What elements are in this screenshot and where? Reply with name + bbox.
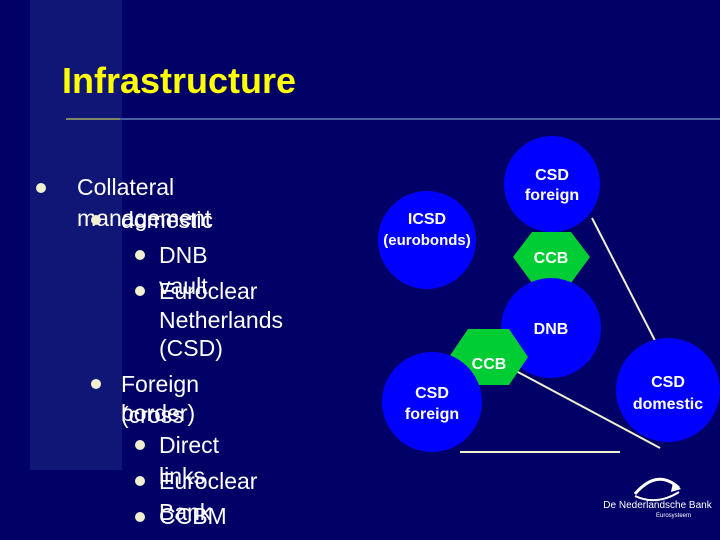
node-csd-domestic: CSD domestic	[616, 338, 720, 442]
node-label: CSD	[535, 167, 569, 184]
dnb-logo-icon	[633, 477, 681, 502]
bullet-euroclear-nl-line2: Netherlands	[159, 307, 284, 333]
logo-subtitle: Eurosysteem	[656, 513, 692, 519]
bullet-foreign-line1: Foreign (cross	[121, 371, 199, 428]
bullet-collateral: Collateral management	[77, 174, 212, 231]
node-label: domestic	[633, 396, 703, 413]
bullet-euroclear-nl-line3: (CSD)	[159, 335, 223, 361]
bullet-euroclear-bank: Euroclear Bank	[159, 468, 258, 525]
node-label: (eurobonds)	[383, 232, 471, 249]
bullet-dot	[36, 183, 46, 193]
bullet-dot	[135, 440, 145, 450]
bullet-foreign-line2: border)	[121, 400, 196, 426]
bullet-direct-links: Direct links	[159, 432, 220, 489]
bullet-dnb-vault: DNB vault	[159, 242, 208, 299]
bullet-dot	[135, 286, 145, 296]
node-label: CSD	[651, 374, 685, 391]
left-accent-band	[30, 0, 122, 470]
logo-name: De Nederlandsche Bank	[603, 500, 712, 511]
bullet-dot	[91, 379, 101, 389]
title-rule	[66, 118, 720, 120]
node-label: foreign	[405, 406, 459, 423]
bullet-dot	[135, 250, 145, 260]
bullet-euroclear-nl-line1: Euroclear	[159, 278, 258, 304]
node-label: CCB	[472, 356, 507, 373]
node-ccb-top: CCB	[513, 232, 590, 283]
node-label: foreign	[525, 187, 579, 204]
node-icsd: ICSD (eurobonds)	[378, 191, 476, 289]
slide-title: Infrastructure	[62, 60, 297, 101]
node-dnb: DNB	[501, 278, 601, 378]
node-label: ICSD	[408, 211, 446, 228]
node-label: CSD	[415, 385, 449, 402]
bullet-dot	[91, 215, 101, 225]
connector-line	[591, 217, 667, 363]
node-csd-foreign-bottom: CSD foreign	[382, 352, 482, 452]
dnb-logo: De Nederlandsche Bank Eurosysteem	[595, 472, 720, 540]
bullet-domestic: domestic	[121, 207, 214, 233]
bullet-dot	[135, 476, 145, 486]
node-csd-foreign-top: CSD foreign	[504, 136, 600, 232]
bullet-dot	[135, 512, 145, 522]
node-label: DNB	[534, 321, 569, 338]
node-label: CCB	[534, 250, 569, 267]
bullet-ccbm: CCBM	[159, 503, 227, 529]
